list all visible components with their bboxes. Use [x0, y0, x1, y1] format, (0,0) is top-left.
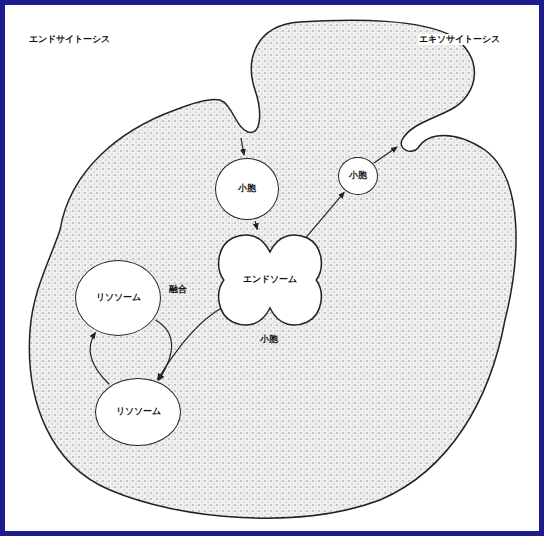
node-label: リソソーム — [96, 293, 141, 303]
flow-arrow — [255, 221, 257, 229]
flow-arrow — [158, 308, 222, 380]
vesicle: 小胞 — [215, 158, 279, 220]
lysosome: リソソーム — [75, 260, 161, 336]
node-label: 小胞 — [238, 184, 256, 194]
node-label: エンドソーム — [243, 275, 297, 285]
part-label: 小胞 — [259, 334, 279, 345]
part-label: 融合 — [168, 284, 188, 295]
cell-membrane — [29, 20, 516, 518]
flow-arrow — [90, 333, 109, 385]
part-label: エンドサイトーシス — [28, 34, 111, 45]
node-label: リソソーム — [116, 407, 161, 417]
endosome: エンドソーム — [215, 230, 325, 330]
endocytosis-arrow — [241, 138, 244, 155]
lysosome: リソソーム — [95, 378, 181, 446]
vesicle: 小胞 — [338, 157, 378, 195]
node-label: 小胞 — [349, 171, 367, 181]
part-label: エキソサイトーシス — [418, 34, 501, 45]
exocytosis-arrow — [374, 147, 397, 163]
flow-arrow — [305, 192, 344, 239]
